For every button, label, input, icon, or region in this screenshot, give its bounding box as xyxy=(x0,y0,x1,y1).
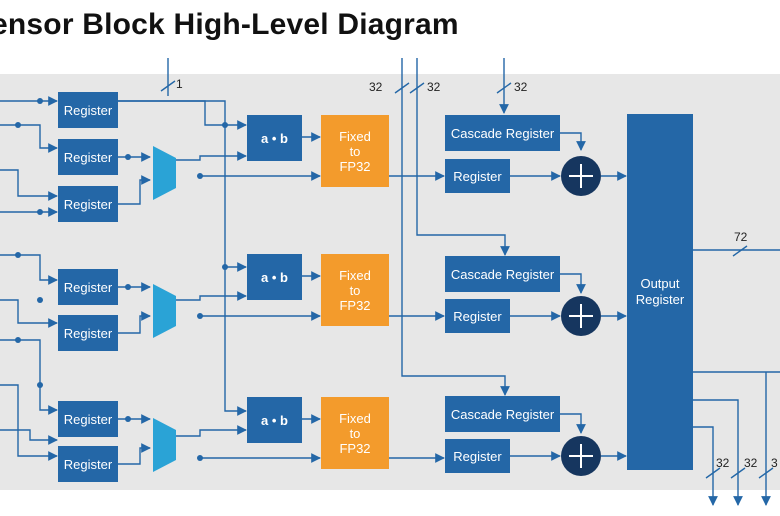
multiplier-2: a • b xyxy=(247,254,302,300)
cascade-register-3: Cascade Register xyxy=(445,396,560,432)
input-register-5: Register xyxy=(58,315,118,351)
mux-1 xyxy=(153,146,176,200)
cascade-register-2: Cascade Register xyxy=(445,256,560,292)
fp32-register-3: Register xyxy=(445,439,510,473)
multiplier-3: a • b xyxy=(247,397,302,443)
page-title: ensor Block High-Level Diagram xyxy=(0,8,459,41)
bus-label-left: 32 xyxy=(369,80,383,94)
fixed-to-fp32-3: Fixed to FP32 xyxy=(321,397,389,469)
multiplier-1: a • b xyxy=(247,115,302,161)
bus-label-output-main: 72 xyxy=(734,230,748,244)
fixed-to-fp32-1: Fixed to FP32 xyxy=(321,115,389,187)
input-register-7: Register xyxy=(58,446,118,482)
fp32-register-1: Register xyxy=(445,159,510,193)
bus-label-right: 32 xyxy=(427,80,441,94)
fp32-register-2: Register xyxy=(445,299,510,333)
bus-label-output-b: 32 xyxy=(744,456,758,470)
bus-label-output-a: 32 xyxy=(716,456,730,470)
mux-2 xyxy=(153,284,176,338)
adder-2 xyxy=(561,296,601,336)
input-register-3: Register xyxy=(58,186,118,222)
fixed-to-fp32-2: Fixed to FP32 xyxy=(321,254,389,326)
cascade-register-1: Cascade Register xyxy=(445,115,560,151)
mux-3 xyxy=(153,418,176,472)
bus-label-top-input: 1 xyxy=(176,77,183,91)
bus-label-output-c: 3 xyxy=(771,456,778,470)
input-register-4: Register xyxy=(58,269,118,305)
adder-3 xyxy=(561,436,601,476)
bus-label-cascade-in: 32 xyxy=(514,80,528,94)
adder-1 xyxy=(561,156,601,196)
input-register-1: Register xyxy=(58,92,118,128)
output-register: Output Register xyxy=(627,114,693,470)
input-register-6: Register xyxy=(58,401,118,437)
input-register-2: Register xyxy=(58,139,118,175)
